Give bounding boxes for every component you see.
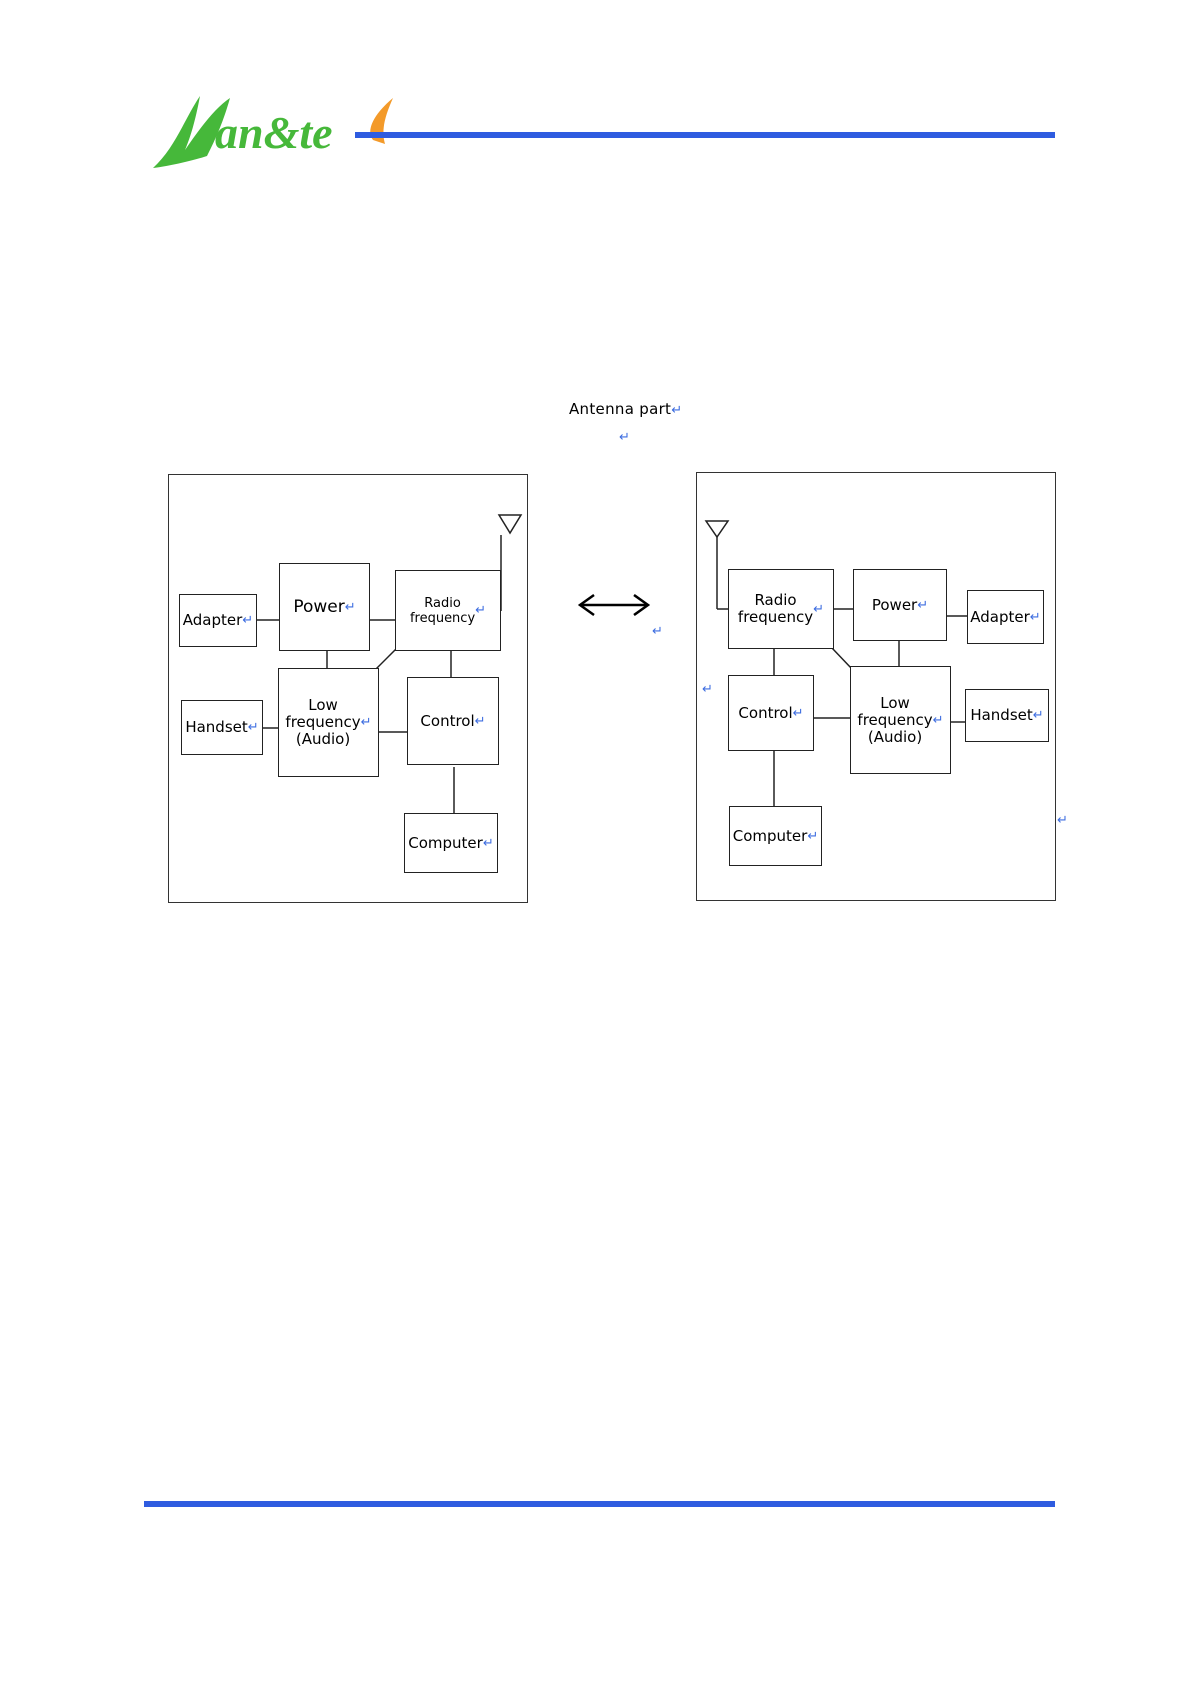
adapter-box: Adapter↵ xyxy=(967,590,1044,644)
paragraph-mark-icon: ↵ xyxy=(475,713,486,730)
header-rule xyxy=(355,132,1055,138)
paragraph-mark-icon: ↵ xyxy=(807,828,818,845)
bidirectional-arrow-icon xyxy=(576,592,652,618)
power-box: Power↵ xyxy=(279,563,370,651)
paragraph-mark-icon: ↵ xyxy=(475,603,486,618)
power-box: Power↵ xyxy=(853,569,947,641)
power-label: Power xyxy=(293,599,344,616)
paragraph-mark-icon: ↵ xyxy=(793,705,804,722)
computer-label: Computer xyxy=(733,828,808,845)
paragraph-mark-icon: ↵ xyxy=(652,624,663,639)
left-diagram-panel: Adapter↵ Power↵ Radio frequency↵ Handset… xyxy=(168,474,528,903)
low-frequency-audio-box: Low frequency (Audio)↵ xyxy=(850,666,951,774)
paragraph-mark-icon: ↵ xyxy=(917,597,928,614)
paragraph-mark-icon: ↵ xyxy=(345,599,356,616)
control-box: Control↵ xyxy=(728,675,814,751)
radio-frequency-label: Radio frequency xyxy=(738,592,813,626)
paragraph-mark-icon: ↵ xyxy=(1057,813,1068,828)
adapter-box: Adapter↵ xyxy=(179,594,257,647)
handset-box: Handset↵ xyxy=(181,700,263,755)
adapter-label: Adapter xyxy=(183,612,243,629)
handset-label: Handset xyxy=(185,719,247,736)
paragraph-mark-icon: ↵ xyxy=(1030,609,1041,626)
paragraph-mark-icon: ↵ xyxy=(248,719,259,736)
paragraph-mark-icon: ↵ xyxy=(242,612,253,629)
handset-box: Handset↵ xyxy=(965,689,1049,742)
paragraph-mark-icon: ↵ xyxy=(933,712,944,729)
caption-label: Antenna part xyxy=(569,400,671,418)
handset-label: Handset xyxy=(970,707,1032,724)
low-frequency-audio-box: Low frequency (Audio)↵ xyxy=(278,668,379,777)
control-label: Control xyxy=(738,705,792,722)
antenna-part-caption: Antenna part↵ xyxy=(569,400,682,418)
control-label: Control xyxy=(420,713,474,730)
paragraph-mark-icon: ↵ xyxy=(361,714,372,731)
radio-frequency-box: Radio frequency↵ xyxy=(395,570,501,651)
radio-frequency-label: Radio frequency xyxy=(410,596,475,626)
power-label: Power xyxy=(872,597,917,614)
paragraph-mark-icon: ↵ xyxy=(483,835,494,852)
computer-box: Computer↵ xyxy=(404,813,498,873)
footer-rule xyxy=(144,1501,1055,1507)
paragraph-mark-icon: ↵ xyxy=(671,403,682,418)
paragraph-mark-icon: ↵ xyxy=(619,430,630,445)
mantel-logo: an&te xyxy=(145,78,395,176)
low-frequency-label: Low frequency (Audio) xyxy=(857,695,932,746)
computer-box: Computer↵ xyxy=(729,806,822,866)
paragraph-mark-icon: ↵ xyxy=(813,601,824,618)
low-frequency-label: Low frequency (Audio) xyxy=(285,697,360,748)
svg-text:an&te: an&te xyxy=(215,107,333,158)
right-diagram-panel: Radio frequency↵ Power↵ Adapter↵ Control… xyxy=(696,472,1056,901)
paragraph-mark-icon: ↵ xyxy=(1033,707,1044,724)
control-box: Control↵ xyxy=(407,677,499,765)
computer-label: Computer xyxy=(408,835,483,852)
adapter-label: Adapter xyxy=(970,609,1030,626)
radio-frequency-box: Radio frequency↵ xyxy=(728,569,834,649)
